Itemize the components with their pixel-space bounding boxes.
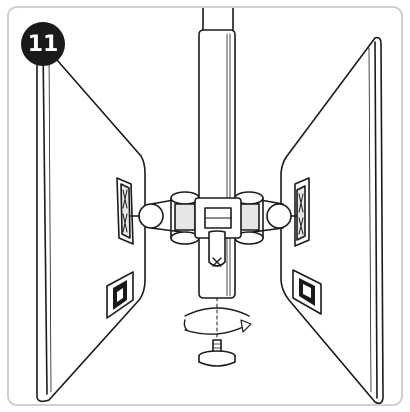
tighten-rotation-arrow [183,307,252,335]
left-monitor [36,42,146,403]
right-monitor [280,36,384,404]
mounting-pole [198,8,236,349]
thumb-screw [198,339,236,367]
step-number-badge: 11 [21,22,65,66]
dual-monitor-arm [130,191,298,267]
assembly-illustration [36,8,384,404]
instruction-frame: 11 [7,6,403,406]
